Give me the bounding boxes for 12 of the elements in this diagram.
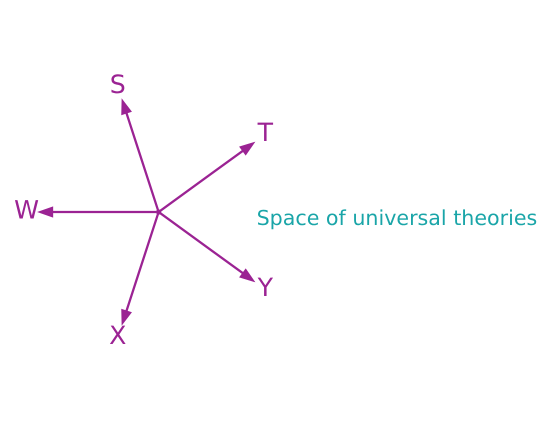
node-text: T [258, 117, 274, 146]
arrow [121, 98, 159, 210]
arrow [160, 212, 256, 282]
arrow [160, 141, 256, 212]
label: Space of universal theories [256, 206, 538, 230]
node-text: Y [258, 272, 274, 302]
node-text: S [110, 69, 126, 98]
arrow [121, 213, 159, 326]
node-text: X [109, 320, 126, 350]
node-text: W [14, 194, 40, 224]
arrow [37, 206, 156, 218]
node-point [156, 208, 162, 214]
